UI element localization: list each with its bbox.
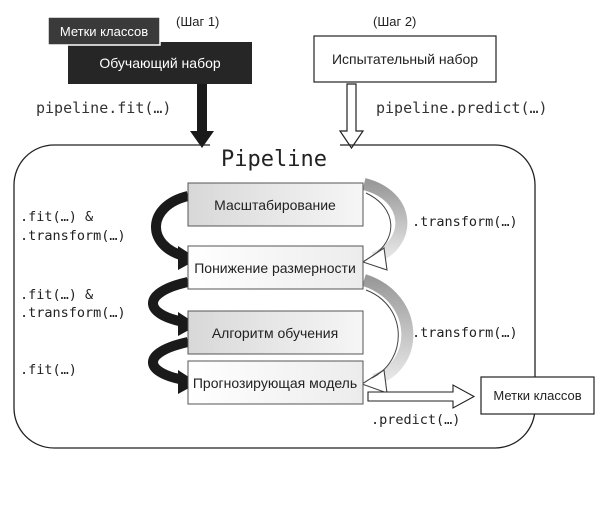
right-call-2: .transform(…) (412, 325, 518, 341)
fit-curve-2 (148, 277, 190, 327)
transform-arrowhead-2-icon (360, 369, 388, 394)
left-call-1b: .transform(…) (20, 228, 126, 244)
stage-algorithm-label: Алгоритм обучения (212, 325, 338, 341)
right-call-1: .transform(…) (412, 214, 518, 230)
stage-model-label: Прогнозирующая модель (193, 375, 357, 391)
training-set-text: Обучающий набор (99, 55, 221, 71)
predict-arrow-icon (338, 83, 365, 150)
class-labels-box (47, 16, 161, 46)
left-call-2b: .transform(…) (20, 305, 126, 321)
stage-model-box (187, 360, 364, 405)
fit-arrow-icon (190, 84, 214, 148)
stage-scaling-label: Масштабирование (214, 197, 336, 213)
left-call-3: .fit(…) (20, 362, 77, 378)
left-call-1a: .fit(…) & (20, 209, 94, 225)
fit-curve-1 (151, 191, 190, 261)
fit-call-text: pipeline.fit(…) (36, 99, 171, 117)
predict-call-text: pipeline.predict(…) (376, 99, 548, 117)
step1-label: (Шаг 1) (176, 14, 219, 29)
pipeline-title-backdrop (210, 138, 340, 172)
output-labels-box (480, 376, 595, 415)
transform-curve-1-outline (365, 192, 392, 257)
transform-curve-2-outline (365, 289, 399, 379)
test-set-text: Испытательный набор (332, 51, 478, 67)
stage-algorithm-box (187, 310, 364, 355)
stage-dimred-box (187, 245, 364, 290)
stage-scaling-box (187, 182, 364, 227)
output-arrow-icon (367, 384, 476, 409)
fit-curve-3 (148, 337, 190, 385)
pipeline-title: Pipeline (221, 147, 327, 172)
stage-dimred-label: Понижение размерности (194, 260, 356, 276)
right-call-predict: .predict(…) (371, 412, 460, 428)
class-labels-text: Метки классов (60, 24, 148, 39)
test-set-box (313, 35, 497, 83)
training-set-box (68, 42, 252, 84)
step2-label: (Шаг 2) (373, 14, 416, 29)
left-call-2a: .fit(…) & (20, 287, 94, 303)
transform-curve-2 (361, 274, 414, 386)
output-labels-text: Метки классов (493, 388, 581, 403)
